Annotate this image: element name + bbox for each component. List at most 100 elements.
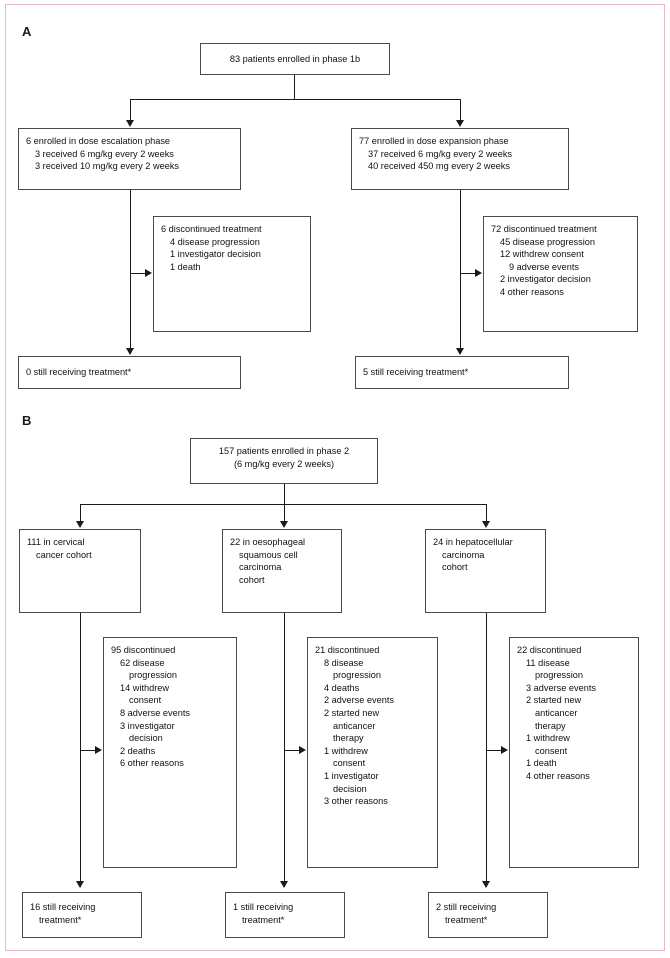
connector-b-split [80, 504, 486, 505]
node-phase2-enrolled: 157 patients enrolled in phase 2(6 mg/kg… [190, 438, 378, 484]
oeso-disc-line6: 2 started new [324, 707, 380, 718]
arrow-b-disc-2 [299, 746, 306, 754]
oeso-ongoing-line2: treatment* [242, 914, 285, 925]
connector-b-root-stem [284, 484, 285, 504]
esc-disc-line2: 4 disease progression [170, 236, 260, 247]
cerv-disc-line8: decision [129, 733, 163, 744]
arrow-b-cohort-2 [280, 521, 288, 528]
node-phase1b-enrolled: 83 patients enrolled in phase 1b [200, 43, 390, 75]
node-expansion-ongoing: 5 still receiving treatment* [355, 356, 569, 389]
exp-disc-line2: 45 disease progression [500, 236, 595, 247]
exp-disc-line1: 72 discontinued treatment [491, 224, 597, 234]
cerv-disc-line5: consent [129, 695, 162, 706]
arrow-b-ongoing-2 [280, 881, 288, 888]
hepa-ongoing-line1: 2 still receiving [436, 902, 497, 912]
oeso-disc-line4: 4 deaths [324, 682, 360, 693]
hepa-disc-line3: progression [535, 670, 584, 681]
cerv-disc-line7: 3 investigator [120, 720, 175, 731]
arrow-b-cohort-3 [482, 521, 490, 528]
oeso-disc-line10: consent [333, 758, 366, 769]
node-dose-escalation: 6 enrolled in dose escalation phase 3 rec… [18, 128, 241, 190]
connector-b-disc-3 [486, 750, 502, 751]
arrow-a-left-ongoing [126, 348, 134, 355]
hepa-disc-line8: 1 withdrew [526, 733, 570, 744]
oeso-disc-line2: 8 disease [324, 657, 364, 668]
hepa-disc-line7: therapy [535, 720, 566, 731]
oeso-disc-line8: therapy [333, 733, 364, 744]
arrow-b-ongoing-1 [76, 881, 84, 888]
node-cohort-hepatocellular: 24 in hepatocellular carcinoma cohort [425, 529, 546, 613]
cerv-ongoing-line2: treatment* [39, 914, 82, 925]
hepa-disc-line2: 11 disease [526, 657, 570, 668]
arrow-b-disc-1 [95, 746, 102, 754]
oeso-disc-line5: 2 adverse events [324, 695, 394, 706]
hepa-ongoing-line2: treatment* [445, 914, 488, 925]
arrow-a-left-disc [145, 269, 152, 277]
hepa-disc-line6: anticancer [535, 707, 578, 718]
connector-a-right-trunk [460, 190, 461, 354]
cerv-disc-line10: 6 other reasons [120, 758, 184, 769]
arrow-b-cohort-1 [76, 521, 84, 528]
cerv-disc-line4: 14 withdrew [120, 682, 170, 693]
cohort-oeso-line2: squamous cell [239, 549, 298, 560]
cohort-oeso-line4: cohort [239, 574, 265, 585]
exp-disc-line6: 4 other reasons [500, 286, 564, 297]
hepa-disc-line10: 1 death [526, 758, 557, 769]
dose-escalation-line1: 6 enrolled in dose escalation phase [26, 136, 171, 146]
connector-b-disc-1 [80, 750, 96, 751]
cerv-disc-line6: 8 adverse events [120, 707, 190, 718]
oeso-disc-line12: decision [333, 783, 367, 794]
arrow-a-left [126, 120, 134, 127]
panel-a-label: A [22, 24, 32, 39]
hepa-disc-line1: 22 discontinued [517, 645, 582, 655]
cohort-oeso-line3: carcinoma [239, 562, 282, 573]
node-escalation-ongoing: 0 still receiving treatment* [18, 356, 241, 389]
exp-disc-line5: 2 investigator decision [500, 274, 591, 285]
connector-b-disc-2 [284, 750, 300, 751]
connector-a-right-disc [460, 273, 476, 274]
dose-expansion-line3: 40 received 450 mg every 2 weeks [368, 161, 510, 172]
cohort-hepa-line1: 24 in hepatocellular [433, 537, 513, 547]
dose-escalation-line2: 3 received 6 mg/kg every 2 weeks [35, 148, 174, 159]
cerv-disc-line1: 95 discontinued [111, 645, 176, 655]
exp-disc-line3: 12 withdrew consent [500, 249, 584, 260]
hepa-disc-line11: 4 other reasons [526, 770, 590, 781]
node-expansion-discontinued: 72 discontinued treatment 45 disease prog… [483, 216, 638, 332]
oeso-disc-line7: anticancer [333, 720, 376, 731]
cerv-ongoing-line1: 16 still receiving [30, 902, 96, 912]
arrow-b-ongoing-3 [482, 881, 490, 888]
cohort-hepa-line3: cohort [442, 562, 468, 573]
node-oesophageal-ongoing: 1 still receiving treatment* [225, 892, 345, 938]
connector-b-drop-1 [80, 504, 81, 522]
connector-a-left-trunk [130, 190, 131, 354]
cohort-cervical-line2: cancer cohort [36, 549, 92, 560]
arrow-a-right-disc [475, 269, 482, 277]
oeso-ongoing-line1: 1 still receiving [233, 902, 294, 912]
dose-expansion-line2: 37 received 6 mg/kg every 2 weeks [368, 148, 513, 159]
connector-a-right-drop [460, 99, 461, 121]
hepa-disc-line5: 2 started new [526, 695, 582, 706]
hepa-disc-line4: 3 adverse events [526, 682, 596, 693]
cerv-disc-line9: 2 deaths [120, 745, 156, 756]
oeso-disc-line11: 1 investigator [324, 770, 379, 781]
node-cervical-ongoing: 16 still receiving treatment* [22, 892, 142, 938]
oeso-disc-line3: progression [333, 670, 382, 681]
exp-disc-line4: 9 adverse events [509, 261, 579, 272]
oeso-disc-line1: 21 discontinued [315, 645, 380, 655]
cerv-disc-line2: 62 disease [120, 657, 165, 668]
phase2-line2: (6 mg/kg every 2 weeks) [233, 458, 335, 469]
dose-escalation-line3: 3 received 10 mg/kg every 2 weeks [35, 161, 180, 172]
arrow-a-right [456, 120, 464, 127]
esc-disc-line3: 1 investigator decision [170, 249, 261, 260]
cohort-oeso-line1: 22 in oesophageal [230, 537, 306, 547]
cohort-hepa-line2: carcinoma [442, 549, 485, 560]
cerv-disc-line3: progression [129, 670, 178, 681]
oeso-disc-line9: 1 withdrew [324, 745, 368, 756]
connector-a-split [130, 99, 460, 100]
node-hepatocellular-ongoing: 2 still receiving treatment* [428, 892, 548, 938]
